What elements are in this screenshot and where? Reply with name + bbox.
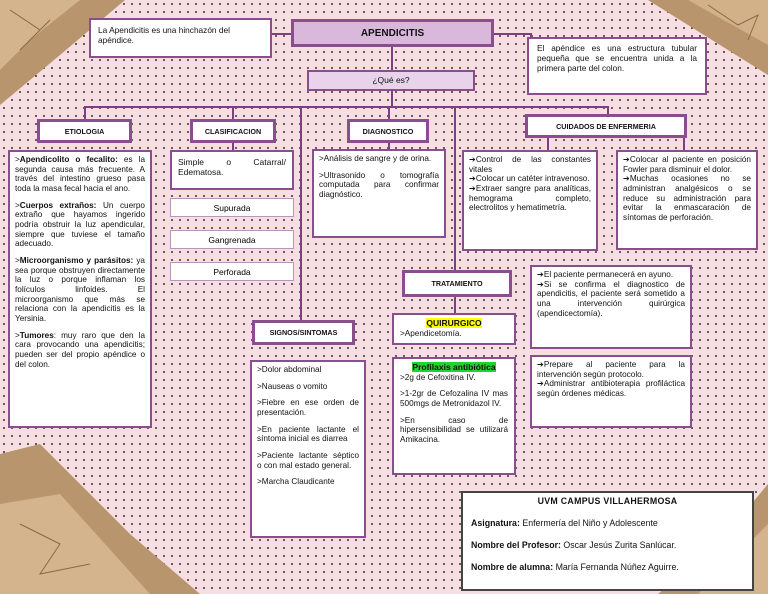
connector-etiologia	[84, 106, 86, 120]
profilaxis-item: >En caso de hipersensibilidad se utiliza…	[400, 416, 508, 445]
signos-item: >Fiebre en ese orden de presentación.	[257, 398, 359, 417]
crumpled-paper-bottom-left	[0, 444, 200, 594]
cuidados-item: ➔Extraer sangre para analíticas, hemogra…	[469, 184, 591, 213]
cuidados-item: ➔Muchas ocasiones no se administran anal…	[623, 174, 751, 222]
diagnostico-item: >Ultrasonido o tomografía computada para…	[319, 171, 439, 200]
subject-line: Asignatura: Enfermería del Niño y Adoles…	[471, 518, 744, 528]
signos-item: >Dolor abdominal	[257, 365, 359, 375]
cuidados-item: ➔Si se confirma el diagnostico de apendi…	[537, 280, 685, 319]
diagnostico-header: DIAGNOSTICO	[347, 119, 429, 143]
profilaxis-item: >1-2gr de Cefozalina IV mas 500mgs de Me…	[400, 389, 508, 408]
connector-diagnostico	[388, 106, 390, 120]
clasificacion-main: Simple o Catarral/ Edematosa.	[170, 150, 294, 190]
connector-cuidados-left	[547, 137, 549, 151]
signos-header: SIGNOS/SINTOMAS	[252, 320, 355, 345]
cuidados-item: ➔Colocar un catéter intravenoso.	[469, 174, 591, 184]
signos-item: >En paciente lactante el síntoma inicial…	[257, 425, 359, 444]
cuidados-item: ➔Control de las constantes vitales	[469, 155, 591, 174]
quirurgico-label: QUIRURGICO	[426, 318, 481, 328]
cuidados-box-4: ➔Prepare al paciente para la intervenció…	[530, 355, 692, 428]
cuidados-box-1: ➔Control de las constantes vitales ➔Colo…	[462, 150, 598, 251]
etiologia-item: >Apendicolito o fecalito: es la segunda …	[15, 155, 145, 194]
etiologia-item: >Cuerpos extraños: Un cuerpo extraño que…	[15, 201, 145, 249]
connector-clasificacion	[232, 106, 234, 120]
clasificacion-header: CLASIFICACION	[190, 119, 276, 143]
cuidados-item: ➔El paciente permanecerá en ayuno.	[537, 270, 685, 280]
connector-question-down	[391, 90, 393, 107]
cuidados-item: ➔Administrar antibioterapia profiláctica…	[537, 379, 685, 398]
student-line: Nombre de alumna: María Fernanda Núñez A…	[471, 562, 744, 572]
connector-anatomy	[493, 33, 531, 35]
profilaxis-box: Profilaxis antibiótica >2g de Cefoxitina…	[392, 357, 516, 475]
definition-box: La Apendicitis es una hinchazón del apén…	[89, 18, 272, 58]
cuidados-item: ➔Prepare al paciente para la intervenció…	[537, 360, 685, 379]
clasificacion-type: Supurada	[170, 198, 294, 217]
etiologia-box: >Apendicolito o fecalito: es la segunda …	[8, 150, 152, 428]
cuidados-box-2: ➔Colocar al paciente en posición Fowler …	[616, 150, 758, 250]
clasificacion-type: Perforada	[170, 262, 294, 281]
etiologia-item: >Tumores: muy raro que den la cara provo…	[15, 331, 145, 370]
teacher-line: Nombre del Profesor: Oscar Jesús Zurita …	[471, 540, 744, 550]
cuidados-box-3: ➔El paciente permanecerá en ayuno. ➔Si s…	[530, 265, 692, 349]
signos-box: >Dolor abdominal >Nauseas o vomito >Fieb…	[250, 360, 366, 538]
connector-signos	[300, 106, 302, 320]
connector-title-down	[391, 46, 393, 72]
quirurgico-text: >Apendicetomía.	[400, 329, 508, 339]
cuidados-item: ➔Colocar al paciente en posición Fowler …	[623, 155, 751, 174]
etiologia-item: >Microorganismo y parásitos: ya sea porq…	[15, 256, 145, 324]
clasificacion-type: Gangrenada	[170, 230, 294, 249]
connector-tratamiento	[454, 106, 456, 270]
tratamiento-header: TRATAMIENTO	[402, 270, 512, 297]
connector-tratamiento-down	[454, 296, 456, 313]
institution: UVM CAMPUS VILLAHERMOSA	[471, 496, 744, 506]
signos-item: >Paciente lactante séptico o con mal est…	[257, 451, 359, 470]
connector-definition	[271, 33, 293, 35]
diagnostico-box: >Análisis de sangre y de orina. >Ultraso…	[312, 149, 446, 238]
signos-item: >Nauseas o vomito	[257, 382, 359, 392]
anatomy-box: El apéndice es una estructura tubular pe…	[527, 37, 707, 95]
question-box: ¿Qué es?	[307, 70, 475, 91]
cuidados-header: CUIDADOS DE ENFERMERIA	[525, 114, 687, 138]
profilaxis-label: Profilaxis antibiótica	[412, 362, 495, 372]
connector-cuidados-right	[683, 137, 685, 151]
page-title: APENDICITIS	[291, 19, 494, 47]
info-box: UVM CAMPUS VILLAHERMOSA Asignatura: Enfe…	[461, 491, 754, 591]
etiologia-header: ETIOLOGIA	[37, 119, 132, 143]
connector-horizontal	[84, 106, 609, 108]
quirurgico-box: QUIRURGICO >Apendicetomía.	[392, 313, 516, 345]
diagnostico-item: >Análisis de sangre y de orina.	[319, 154, 439, 164]
signos-item: >Marcha Claudicante	[257, 477, 359, 487]
profilaxis-item: >2g de Cefoxitina IV.	[400, 373, 508, 383]
